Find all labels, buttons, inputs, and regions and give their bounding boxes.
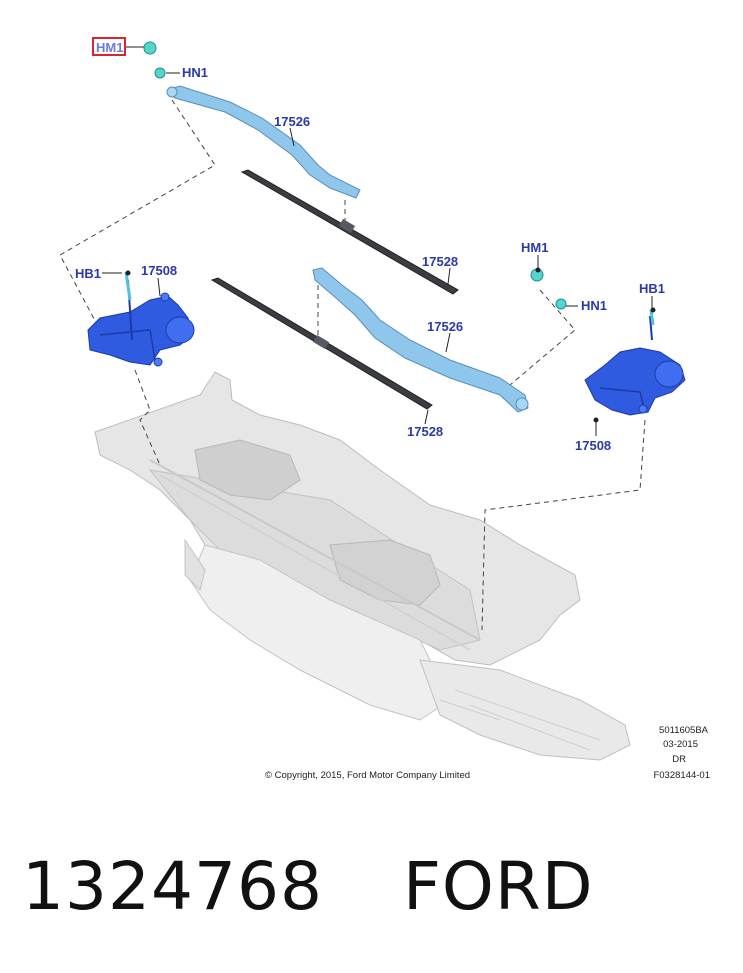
fasteners	[124, 41, 655, 326]
callout-hn1-right[interactable]: HN1	[581, 298, 607, 313]
parts-diagram: HM1 HN1 17526 17528 HB1 17508 HM1 HN1 17…	[59, 37, 710, 781]
part-number: 1324768	[22, 848, 323, 925]
wiper-motor-left	[87, 279, 195, 367]
code-line-1: 5011605BA	[659, 725, 709, 736]
bolt-hb1-right	[649, 309, 655, 326]
callout-motor-left[interactable]: 17508	[141, 263, 177, 278]
wiper-blade-lower	[210, 277, 433, 410]
wiper-arm-upper	[166, 85, 361, 199]
wiper-motor-right	[584, 315, 686, 416]
callout-arm-lower[interactable]: 17526	[427, 319, 463, 334]
highlight-box	[92, 37, 126, 56]
wiper-arm-lower	[312, 267, 529, 413]
callout-blade-lower[interactable]: 17528	[407, 424, 443, 439]
callout-hb1-left[interactable]: HB1	[75, 266, 101, 281]
nut-hm1-top	[143, 41, 157, 55]
nut-hn1-top	[154, 67, 166, 79]
callout-blade-upper[interactable]: 17528	[422, 254, 458, 269]
callout-hm1-right[interactable]: HM1	[521, 240, 548, 255]
brand-name: FORD	[402, 848, 594, 925]
callout-hm1-top[interactable]: HM1	[96, 40, 123, 55]
part-footer: 1324768 FORD	[22, 848, 594, 938]
cowl-panel	[94, 371, 631, 761]
callout-motor-right[interactable]: 17508	[575, 438, 611, 453]
callout-hn1-top[interactable]: HN1	[182, 65, 208, 80]
code-line-4: F0328144-01	[653, 770, 710, 781]
code-line-2: 03-2015	[663, 739, 698, 750]
code-line-3: DR	[672, 754, 686, 765]
callout-hb1-right[interactable]: HB1	[639, 281, 665, 296]
wiper-blade-upper	[240, 169, 459, 295]
callout-pointers	[102, 46, 656, 436]
bolt-hb1-left	[124, 271, 132, 301]
callout-arm-upper[interactable]: 17526	[274, 114, 310, 129]
nut-hn1-right	[555, 298, 567, 310]
copyright-notice: © Copyright, 2015, Ford Motor Company Li…	[265, 770, 470, 781]
